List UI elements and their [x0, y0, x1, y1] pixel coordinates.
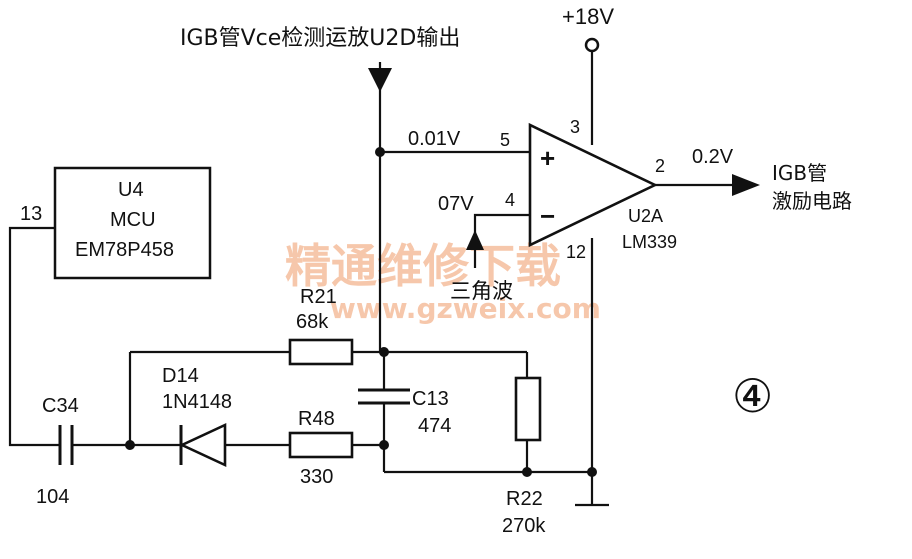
pin-out-number: 2 [655, 156, 665, 176]
junction-dot [522, 467, 532, 477]
r21-ref: R21 [300, 286, 337, 308]
junction-dot [375, 147, 385, 157]
supply-label: +18V [562, 4, 614, 29]
c13-value: 474 [418, 415, 451, 437]
triangle-wave-arrow-icon [466, 230, 484, 250]
r48-value: 330 [300, 466, 333, 488]
mcu-ref: U4 [118, 179, 144, 201]
r22-value: 270k [502, 515, 546, 537]
comparator-symbol [528, 122, 659, 248]
watermark-url: www.gzweix.com [330, 292, 601, 325]
c13-ref: C13 [412, 388, 449, 410]
d14-ref: D14 [162, 365, 199, 387]
d14-part: 1N4148 [162, 391, 232, 413]
plus-input-voltage: 0.01V [408, 128, 461, 150]
mcu-pin-number: 13 [20, 203, 42, 225]
r21-value: 68k [296, 311, 329, 333]
output-dest-line2: 激励电路 [772, 189, 852, 213]
pin-plus-number: 5 [500, 130, 510, 150]
r48-resistor [288, 431, 354, 459]
pin-gnd-number: 12 [566, 242, 586, 262]
minus-input-wire [473, 213, 530, 232]
minus-input-voltage: 07V [438, 193, 474, 215]
pin-vcc-number: 3 [570, 117, 580, 137]
output-arrow-icon [732, 174, 760, 196]
c34-ref: C34 [42, 395, 79, 417]
output-voltage: 0.2V [692, 146, 734, 168]
watermark-title: 精通维修下载 [285, 239, 561, 293]
c34-left-wire [8, 226, 60, 447]
vce-input-arrow-icon [368, 68, 392, 92]
opamp-part: LM339 [622, 232, 677, 252]
mcu-part: EM78P458 [75, 239, 174, 261]
r22-resistor [514, 376, 542, 442]
top-signal-label: IGB管Vce检测运放U2D输出 [180, 26, 460, 51]
mcu-type: MCU [110, 209, 156, 231]
r21-resistor [288, 338, 354, 366]
d14-diode [178, 422, 227, 468]
r22-ref: R22 [506, 488, 543, 510]
opamp-ref: U2A [628, 206, 663, 226]
pin-minus-number: 4 [505, 190, 515, 210]
figure-number: ④ [732, 370, 773, 422]
minus-input-sign: − [540, 201, 555, 231]
mcu-box [53, 166, 212, 280]
output-dest-line1: IGB管 [772, 161, 827, 185]
junction-dot [587, 467, 597, 477]
plus-input-sign: + [540, 143, 555, 173]
triangle-wave-label: 三角波 [450, 279, 513, 303]
supply-terminal-icon [584, 37, 600, 53]
c34-value: 104 [36, 486, 69, 508]
r48-ref: R48 [298, 408, 335, 430]
